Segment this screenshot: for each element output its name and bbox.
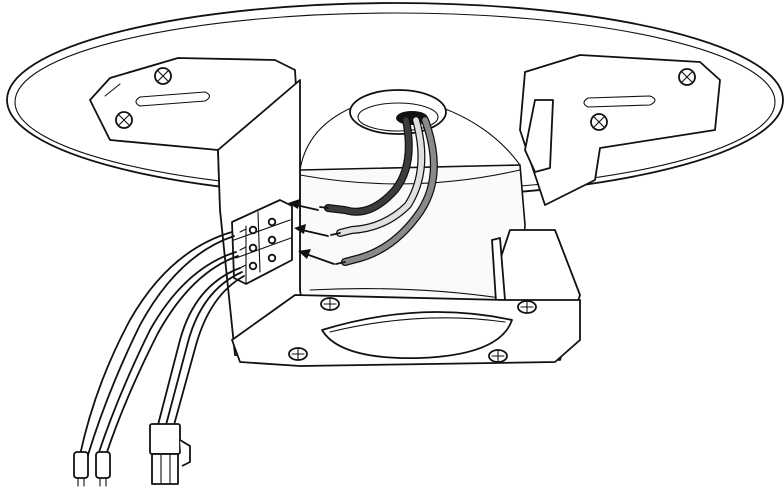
wire-tip: [330, 232, 341, 236]
output-wire-group-left: [79, 231, 239, 456]
arrow-icon: [294, 224, 329, 237]
screw-icon: [678, 68, 696, 86]
medium-gray-wire: [342, 117, 437, 265]
screw-icon: [288, 347, 308, 361]
three-position-terminal-block: [231, 199, 293, 285]
bracket-right-arm: [519, 54, 721, 206]
screw-icon: [488, 349, 508, 363]
bracket-interior: [299, 164, 526, 301]
screw-icon: [320, 297, 340, 311]
arrow-icon: [298, 249, 335, 265]
lead-wire-bundle: [319, 111, 438, 266]
screw-icon: [590, 113, 608, 131]
output-wire-group-right: [157, 267, 245, 426]
left-slot: [135, 91, 211, 107]
right-tab: [524, 99, 554, 173]
light-gray-wire: [337, 117, 425, 236]
arrow-icon: [288, 199, 319, 211]
right-slot: [583, 95, 656, 108]
connector-plug-icon: [95, 451, 111, 487]
dark-gray-wire: [325, 117, 412, 215]
connector-plug-icon: [73, 451, 89, 487]
wire-tip: [319, 206, 329, 209]
bracket-front-wall: [217, 79, 581, 367]
canopy-hole-inner: [357, 102, 439, 132]
screw-icon: [115, 111, 133, 129]
wire-tip: [335, 261, 346, 265]
screw-icon: [154, 67, 172, 85]
screw-icon: [517, 300, 537, 314]
connector-plug-icon: [149, 423, 191, 485]
